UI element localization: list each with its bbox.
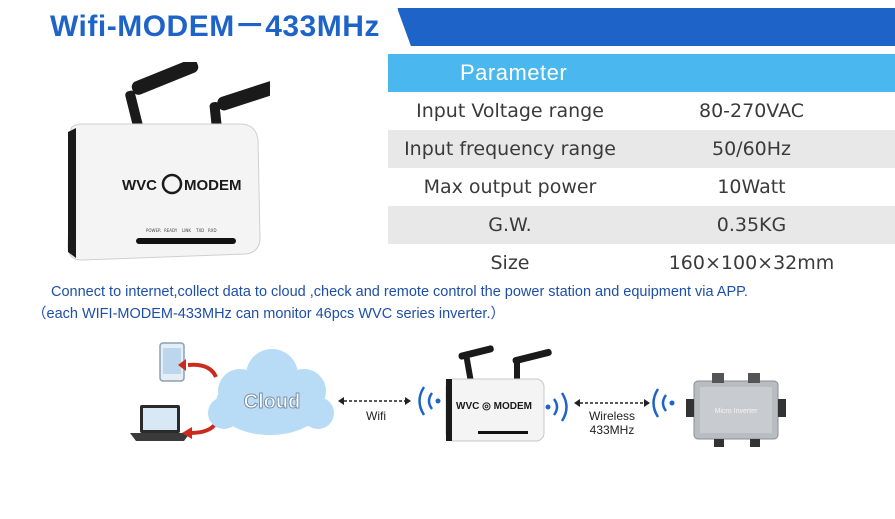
table-row: Input frequency range 50/60Hz [388, 130, 895, 168]
row-label: Input Voltage range [416, 100, 604, 122]
led-label-rxd: RXD [208, 228, 217, 233]
row-value: 160×100×32mm [668, 252, 835, 274]
page-title: Wifi-MODEM－433MHz [50, 10, 380, 43]
signal-433-icon [545, 392, 568, 422]
table-row: G.W. 0.35KG [388, 206, 895, 244]
modem-logo-icon [161, 173, 183, 195]
modem-model: MODEM [184, 177, 242, 194]
row-label: Max output power [423, 176, 597, 198]
row-value: 80-270VAC [698, 100, 804, 122]
led-label-power: POWER [146, 228, 161, 233]
row-value: 50/60Hz [711, 138, 791, 160]
signal-wifi-icon [418, 386, 441, 416]
row-label: Input frequency range [404, 138, 616, 160]
row-value: 0.35KG [716, 214, 787, 236]
row-label: Size [490, 252, 530, 274]
cloud-label: Cloud [244, 391, 301, 413]
description-line-1: Connect to internet,collect data to clou… [51, 284, 748, 300]
table-row: Size 160×100×32mm [388, 244, 895, 282]
parameter-header: Parameter [388, 54, 895, 92]
modem-image: WVC MODEM POWER READY LINK TXD RXD [67, 62, 270, 261]
arrow-to-phone-icon [187, 362, 218, 378]
wireless-label: Wireless [588, 409, 635, 423]
parameter-table: Parameter Input Voltage range 80-270VAC … [388, 54, 895, 282]
table-row: Input Voltage range 80-270VAC [388, 92, 895, 130]
cloud-icon [208, 349, 334, 435]
led-label-txd: TXD [195, 228, 204, 233]
title-banner: Wifi-MODEM－433MHz [0, 6, 398, 48]
modem-small-label: WVC ◎ MODEM [456, 401, 532, 412]
led-label-ready: READY [164, 228, 178, 233]
inverter-label: Micro Inverter [715, 408, 758, 415]
description-line-2: （each WIFI-MODEM-433MHz can monitor 46pc… [32, 306, 505, 322]
row-label: G.W. [488, 214, 532, 236]
arrow-to-laptop-icon [189, 421, 218, 435]
connection-diagram: Cloud WVC ◎ MODEM [120, 335, 880, 515]
frequency-label: 433MHz [589, 423, 635, 437]
led-label-link: LINK [182, 228, 191, 233]
wifi-label: Wifi [366, 409, 386, 423]
inverter-icon: Micro Inverter [686, 373, 786, 447]
phone-icon [159, 342, 185, 382]
signal-inverter-icon [652, 388, 675, 418]
row-value: 10Watt [717, 176, 786, 198]
modem-brand: WVC [122, 177, 157, 194]
laptop-icon [130, 405, 190, 441]
table-row: Max output power 10Watt [388, 168, 895, 206]
modem-small-icon: WVC ◎ MODEM [445, 345, 552, 442]
